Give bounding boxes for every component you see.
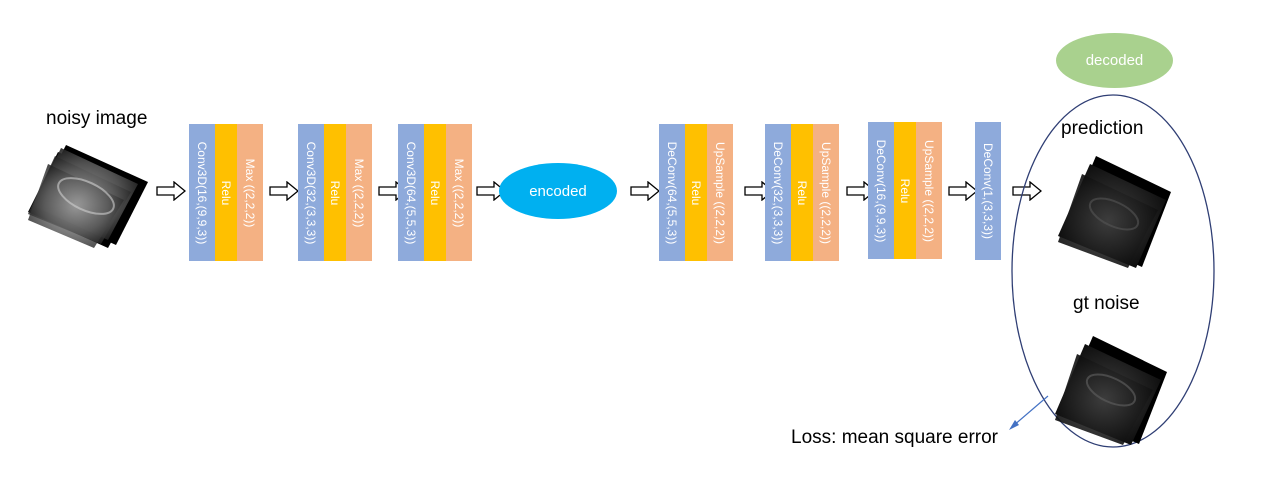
maxpool-layer: Max ((2,2,2)) xyxy=(237,124,263,261)
prediction-label: prediction xyxy=(1061,118,1144,139)
flow-arrow-8 xyxy=(948,181,978,201)
decoder-block-2: DeConv(32,(3,3,3)) Relu UpSample ((2,2,2… xyxy=(765,124,839,261)
flow-arrow-5 xyxy=(630,181,660,201)
conv3d-layer: Conv3D(32,(3,3,3)) xyxy=(298,124,324,261)
decoder-block-1: DeConv(64,(5,5,3)) Relu UpSample ((2,2,2… xyxy=(659,124,733,261)
encoder-block-2: Conv3D(32,(3,3,3)) Relu Max ((2,2,2)) xyxy=(298,124,372,261)
upsample-layer: UpSample ((2,2,2)) xyxy=(916,122,942,259)
gt-noise-stack xyxy=(1055,336,1167,445)
decoder-block-3: DeConv(16,(9,9,3)) Relu UpSample ((2,2,2… xyxy=(868,122,942,259)
prediction-stack xyxy=(1058,156,1171,268)
gt-noise-label: gt noise xyxy=(1073,293,1140,314)
noisy-image-stack xyxy=(28,145,148,248)
deconv-layer: DeConv(1,(3,3,3)) xyxy=(975,122,1001,260)
relu-layer: Relu xyxy=(424,124,446,261)
final-deconv-block: DeConv(1,(3,3,3)) xyxy=(975,122,1001,260)
relu-layer: Relu xyxy=(894,122,916,259)
flow-arrow-1 xyxy=(156,181,186,201)
upsample-layer: UpSample ((2,2,2)) xyxy=(813,124,839,261)
maxpool-layer: Max ((2,2,2)) xyxy=(446,124,472,261)
encoded-node: encoded xyxy=(499,163,617,219)
deconv-layer: DeConv(16,(9,9,3)) xyxy=(868,122,894,259)
deconv-layer: DeConv(32,(3,3,3)) xyxy=(765,124,791,261)
upsample-layer: UpSample ((2,2,2)) xyxy=(707,124,733,261)
conv3d-layer: Conv3D(16,(9,9,3)) xyxy=(189,124,215,261)
encoder-block-1: Conv3D(16,(9,9,3)) Relu Max ((2,2,2)) xyxy=(189,124,263,261)
decoded-node: decoded xyxy=(1056,33,1173,88)
relu-layer: Relu xyxy=(791,124,813,261)
flow-arrow-2 xyxy=(269,181,299,201)
relu-layer: Relu xyxy=(685,124,707,261)
conv3d-layer: Conv3D(64,(5,5,3)) xyxy=(398,124,424,261)
flow-arrow-9 xyxy=(1012,181,1042,201)
loss-label: Loss: mean square error xyxy=(791,427,998,448)
relu-layer: Relu xyxy=(215,124,237,261)
encoder-block-3: Conv3D(64,(5,5,3)) Relu Max ((2,2,2)) xyxy=(398,124,472,261)
relu-layer: Relu xyxy=(324,124,346,261)
maxpool-layer: Max ((2,2,2)) xyxy=(346,124,372,261)
deconv-layer: DeConv(64,(5,5,3)) xyxy=(659,124,685,261)
noisy-image-label: noisy image xyxy=(46,108,148,129)
